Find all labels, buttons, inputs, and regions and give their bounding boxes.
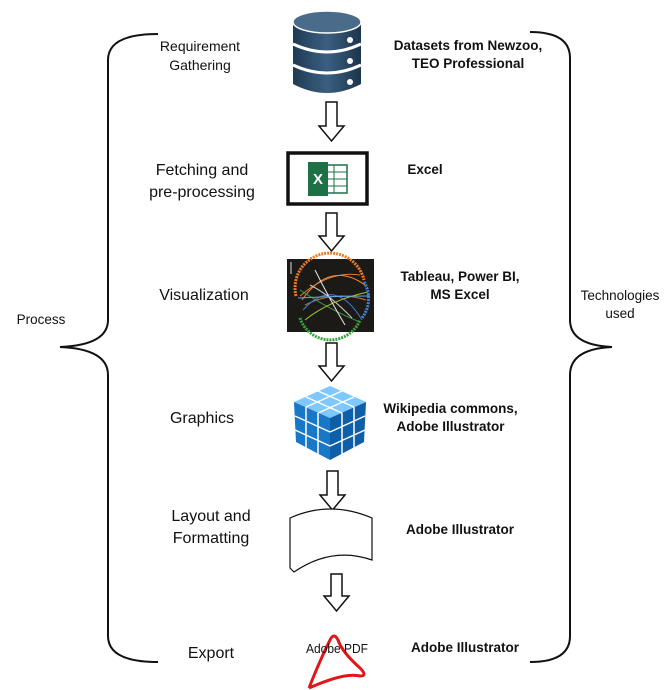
database-icon bbox=[292, 10, 362, 93]
document-icon bbox=[289, 508, 373, 573]
arrow-down-1 bbox=[317, 101, 346, 143]
arrow-down-4 bbox=[318, 470, 347, 512]
adobe-pdf-icon: Adobe PDF bbox=[306, 634, 368, 690]
step-3-tech: Tableau, Power BI, MS Excel bbox=[400, 269, 520, 303]
step-5-tech: Adobe Illustrator bbox=[405, 522, 514, 537]
step-6-tech: Adobe Illustrator bbox=[410, 640, 519, 655]
process-brace bbox=[59, 33, 159, 663]
excel-icon: X bbox=[286, 151, 369, 206]
step-6-process: Export bbox=[187, 645, 235, 662]
visualization-icon bbox=[287, 251, 374, 342]
step-5-process: Layout and Formatting bbox=[171, 508, 251, 547]
excel-logo-letter: X bbox=[313, 171, 323, 188]
step-4-tech: Wikipedia commons, Adobe Illustrator bbox=[383, 401, 518, 435]
technologies-brace bbox=[529, 31, 613, 663]
arrow-down-2 bbox=[317, 212, 346, 253]
step-1-tech: Datasets from Newzoo, TEO Professional bbox=[393, 38, 543, 72]
technologies-side-label: Technologies used bbox=[580, 288, 660, 322]
step-1-process: Requirement Gathering bbox=[159, 38, 241, 73]
process-side-label: Process bbox=[16, 312, 66, 327]
step-3-process: Visualization bbox=[159, 287, 249, 304]
arrow-down-5 bbox=[322, 573, 351, 613]
adobe-pdf-wordmark: Adobe PDF bbox=[306, 641, 368, 656]
arrow-down-3 bbox=[317, 342, 346, 383]
step-2-process: Fetching and pre-processing bbox=[149, 162, 255, 201]
step-4-process: Graphics bbox=[169, 410, 235, 427]
cube-icon bbox=[294, 386, 366, 460]
step-2-tech: Excel bbox=[407, 162, 443, 177]
